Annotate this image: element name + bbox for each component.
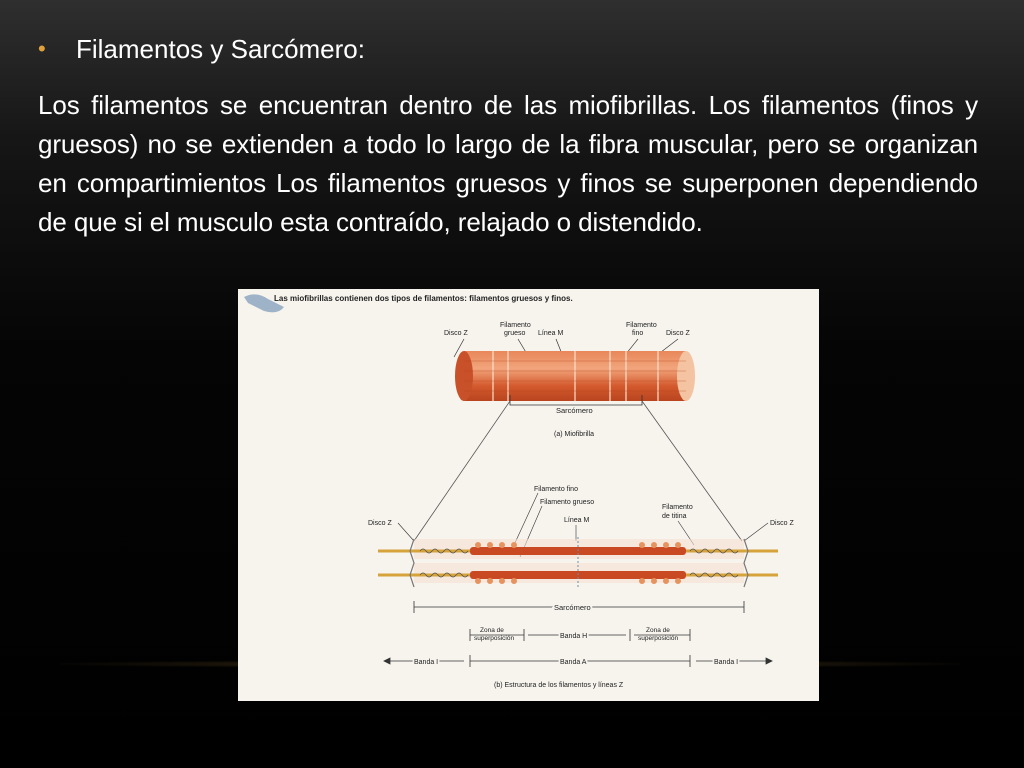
bullet-title: Filamentos y Sarcómero:	[76, 34, 365, 64]
label-filamento-grueso-2: grueso	[504, 330, 526, 337]
label-filamento-grueso-1: Filamento	[500, 322, 531, 329]
body-paragraph: Los filamentos se encuentran dentro de l…	[38, 90, 978, 237]
zone-brackets	[469, 629, 691, 641]
label-titina-2: de titina	[662, 513, 687, 520]
label-banda-i-left: Banda I	[414, 659, 438, 666]
zoom-lines	[413, 400, 743, 542]
label-disco-z-top-right: Disco Z	[666, 330, 690, 337]
sarcomere-bracket-bottom	[413, 601, 745, 613]
band-arrows	[383, 655, 773, 667]
label-filamento-fino-bottom: Filamento fino	[534, 486, 578, 493]
label-linea-m-bottom: Línea M	[564, 517, 589, 524]
label-filamento-fino-2: fino	[632, 330, 643, 337]
label-zona-1a: Zona de	[480, 627, 504, 634]
label-zona-2a: Zona de	[646, 627, 670, 634]
caption-b: (b) Estructura de los filamentos y línea…	[494, 682, 624, 689]
figure-header: Las miofibrillas contienen dos tipos de …	[274, 294, 573, 303]
bullet-heading: • Filamentos y Sarcómero:	[38, 32, 365, 66]
myofibril-cylinder	[455, 351, 695, 401]
caption-a: (a) Miofibrilla	[554, 431, 594, 438]
label-banda-i-right: Banda I	[714, 659, 738, 666]
label-filamento-grueso-bottom: Filamento grueso	[540, 499, 594, 506]
label-disco-z-bottom-left: Disco Z	[368, 520, 392, 527]
label-sarcomero-bottom: Sarcómero	[554, 603, 591, 612]
filament-structure	[378, 537, 778, 589]
label-banda-a: Banda A	[560, 659, 587, 666]
label-sarcomero-top: Sarcómero	[556, 406, 593, 415]
label-zona-2b: superposición	[638, 635, 678, 642]
label-zona-1b: superposición	[474, 635, 514, 642]
bullet-icon: •	[38, 36, 46, 61]
sarcomere-figure: Las miofibrillas contienen dos tipos de …	[238, 289, 819, 701]
sarcomere-bracket-top	[509, 395, 643, 406]
label-disco-z-top-left: Disco Z	[444, 330, 468, 337]
sarcomere-diagram: Las miofibrillas contienen dos tipos de …	[244, 294, 794, 689]
label-titina-1: Filamento	[662, 504, 693, 511]
label-banda-h: Banda H	[560, 633, 587, 640]
label-filamento-fino-1: Filamento	[626, 322, 657, 329]
label-linea-m-top: Línea M	[538, 330, 563, 337]
muscle-icon	[244, 294, 284, 313]
label-disco-z-bottom-right: Disco Z	[770, 520, 794, 527]
